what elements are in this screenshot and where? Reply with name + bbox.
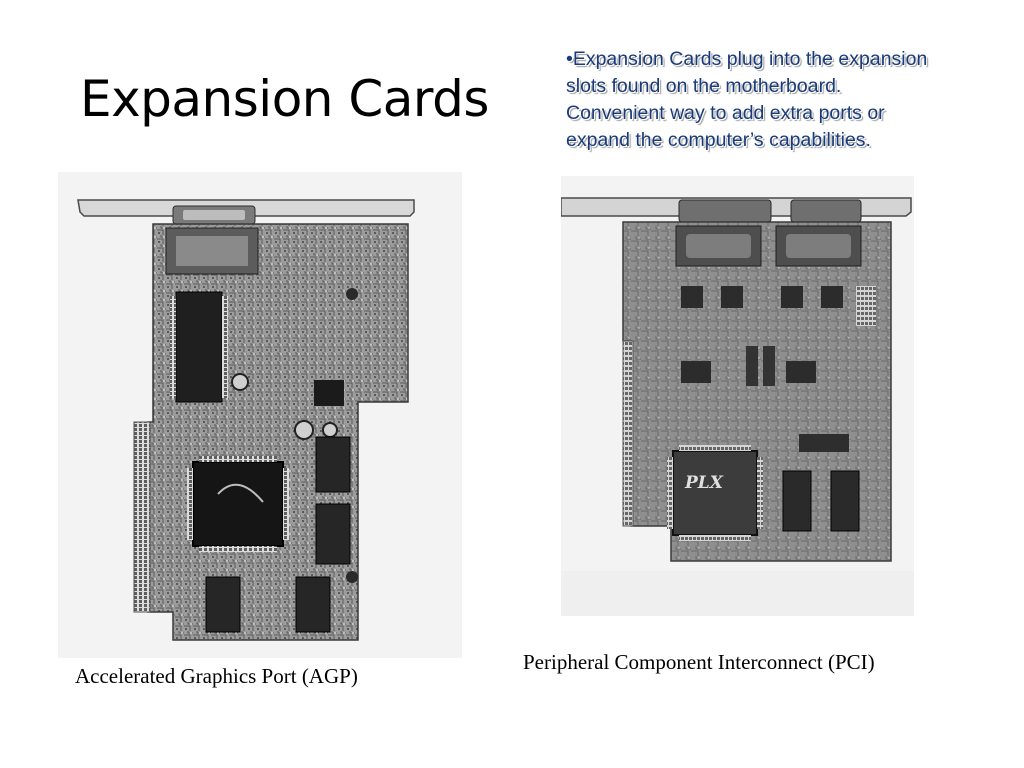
pci-card-photo: PLX (561, 176, 914, 616)
pci-caption: Peripheral Component Interconnect (PCI) (523, 650, 875, 674)
bullet-line: Convenient way to add extra ports or (566, 102, 885, 124)
description-bullet: •Expansion Cards plug into the expansion… (566, 46, 1006, 154)
bullet-line: slots found on the motherboard. (566, 75, 842, 97)
agp-card-photo (58, 172, 462, 658)
pci-chip-label: PLX (684, 473, 724, 493)
slide-title: Expansion Cards (80, 70, 489, 128)
pci-card-illustration: PLX (561, 197, 914, 616)
bullet-line: •Expansion Cards plug into the expansion (566, 48, 928, 70)
agp-caption: Accelerated Graphics Port (AGP) (75, 664, 358, 688)
agp-card-illustration (77, 199, 415, 641)
bullet-line: expand the computer’s capabilities. (566, 129, 871, 151)
